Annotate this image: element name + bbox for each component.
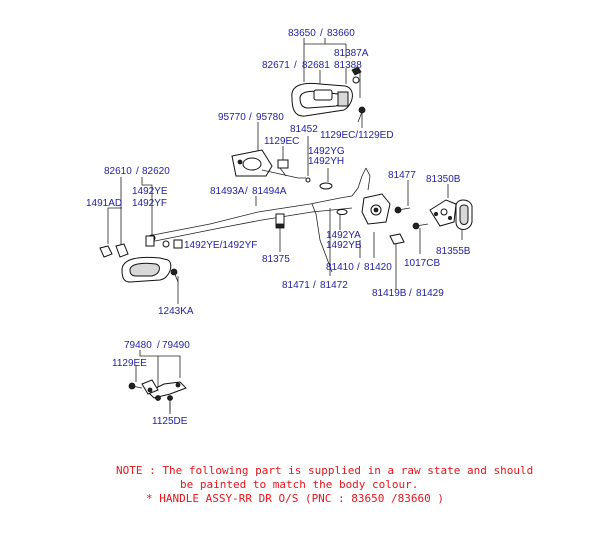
rod-81493a — [147, 195, 353, 243]
label-82610: 82610 — [104, 166, 132, 177]
label-1492ye: 1492YE — [132, 186, 168, 197]
label-1491ad: 1491AD — [86, 198, 122, 209]
note-line-2: be painted to match the body colour. — [180, 478, 418, 491]
label-slash: / — [157, 340, 160, 351]
label-81388: 81388 — [334, 60, 362, 71]
inside-handle-bracket — [231, 149, 273, 177]
outside-handle-assy — [291, 82, 353, 117]
screw-1017cb — [412, 222, 429, 230]
cap-1491ad — [99, 245, 113, 258]
label-79480: 79480 — [124, 340, 152, 351]
label-slash: / — [136, 166, 139, 177]
label-81477: 81477 — [388, 170, 416, 181]
label-1492ya: 1492YA — [326, 230, 361, 241]
clip-81387a — [351, 66, 362, 84]
label-slash: / — [245, 186, 248, 197]
label-82681: 82681 — [302, 60, 330, 71]
label-79490: 79490 — [162, 340, 190, 351]
label-81429: 81429 — [416, 288, 444, 299]
striker-81350b — [429, 199, 457, 227]
door-checker — [141, 379, 187, 399]
screw-1129ec-top — [357, 106, 366, 123]
label-81452: 81452 — [290, 124, 318, 135]
label-81420: 81420 — [364, 262, 392, 273]
label-95780: 95780 — [256, 112, 284, 123]
label-81471: 81471 — [282, 280, 310, 291]
rod-81452 — [261, 169, 311, 183]
leader-lines — [107, 38, 463, 414]
label-82620: 82620 — [142, 166, 170, 177]
label-83650: 83650 — [288, 28, 316, 39]
clip-1492yg — [319, 182, 333, 190]
label-slash: / — [249, 112, 252, 123]
label-1129ee: 1129EE — [112, 358, 147, 369]
label-1492yb: 1492YB — [326, 240, 362, 251]
label-81355b: 81355B — [436, 246, 471, 257]
rod-guide-81375 — [275, 213, 285, 229]
outside-handle-lower — [115, 243, 172, 283]
label-81494a: 81494A — [252, 186, 287, 197]
spacer-81355b — [455, 199, 473, 230]
label-81419b: 81419B — [372, 288, 407, 299]
label-83660: 83660 — [327, 28, 355, 39]
note-line-1: NOTE : The following part is supplied in… — [116, 464, 533, 477]
label-slash: / — [357, 262, 360, 273]
label-1129ec-1129ed: 1129EC/1129ED — [320, 130, 394, 141]
label-81472: 81472 — [320, 280, 348, 291]
screw-1243ka — [170, 268, 179, 283]
screw-81477 — [394, 206, 411, 214]
label-slash: / — [313, 280, 316, 291]
label-95770: 95770 — [218, 112, 246, 123]
screw-1129ee — [128, 382, 143, 390]
bolt-1125de — [155, 395, 173, 412]
rod-81471 — [311, 167, 367, 273]
part-labels: 83650 / 83660 81387A 82671 / 82681 81388… — [86, 28, 471, 427]
label-1492yf: 1492YF — [132, 198, 167, 209]
label-82671: 82671 — [262, 60, 290, 71]
label-81493a: 81493A — [210, 186, 245, 197]
screw-1129ec — [277, 159, 289, 177]
label-81410: 81410 — [326, 262, 354, 273]
clip-1492ye-left — [145, 235, 183, 249]
label-81350b: 81350B — [426, 174, 461, 185]
note-block: NOTE : The following part is supplied in… — [116, 464, 533, 505]
label-1492yg: 1492YG — [308, 146, 345, 157]
label-slash: / — [409, 288, 412, 299]
label-1243ka: 1243KA — [158, 306, 194, 317]
label-slash: / — [294, 60, 297, 71]
label-1125de: 1125DE — [152, 416, 188, 427]
label-slash: / — [320, 28, 323, 39]
label-1492yh: 1492YH — [308, 156, 344, 167]
label-1017cb: 1017CB — [404, 258, 440, 269]
label-1492ye-1492yf: 1492YE/1492YF — [184, 240, 257, 251]
cover-81419b — [389, 233, 405, 245]
note-line-3: * HANDLE ASSY-RR DR O/S (PNC : 83650 /83… — [146, 492, 444, 505]
clip-1492ya — [336, 209, 348, 215]
door-latch — [361, 167, 391, 225]
label-1129ec: 1129EC — [264, 136, 299, 147]
label-81387a: 81387A — [334, 48, 369, 59]
label-81375: 81375 — [262, 254, 290, 265]
